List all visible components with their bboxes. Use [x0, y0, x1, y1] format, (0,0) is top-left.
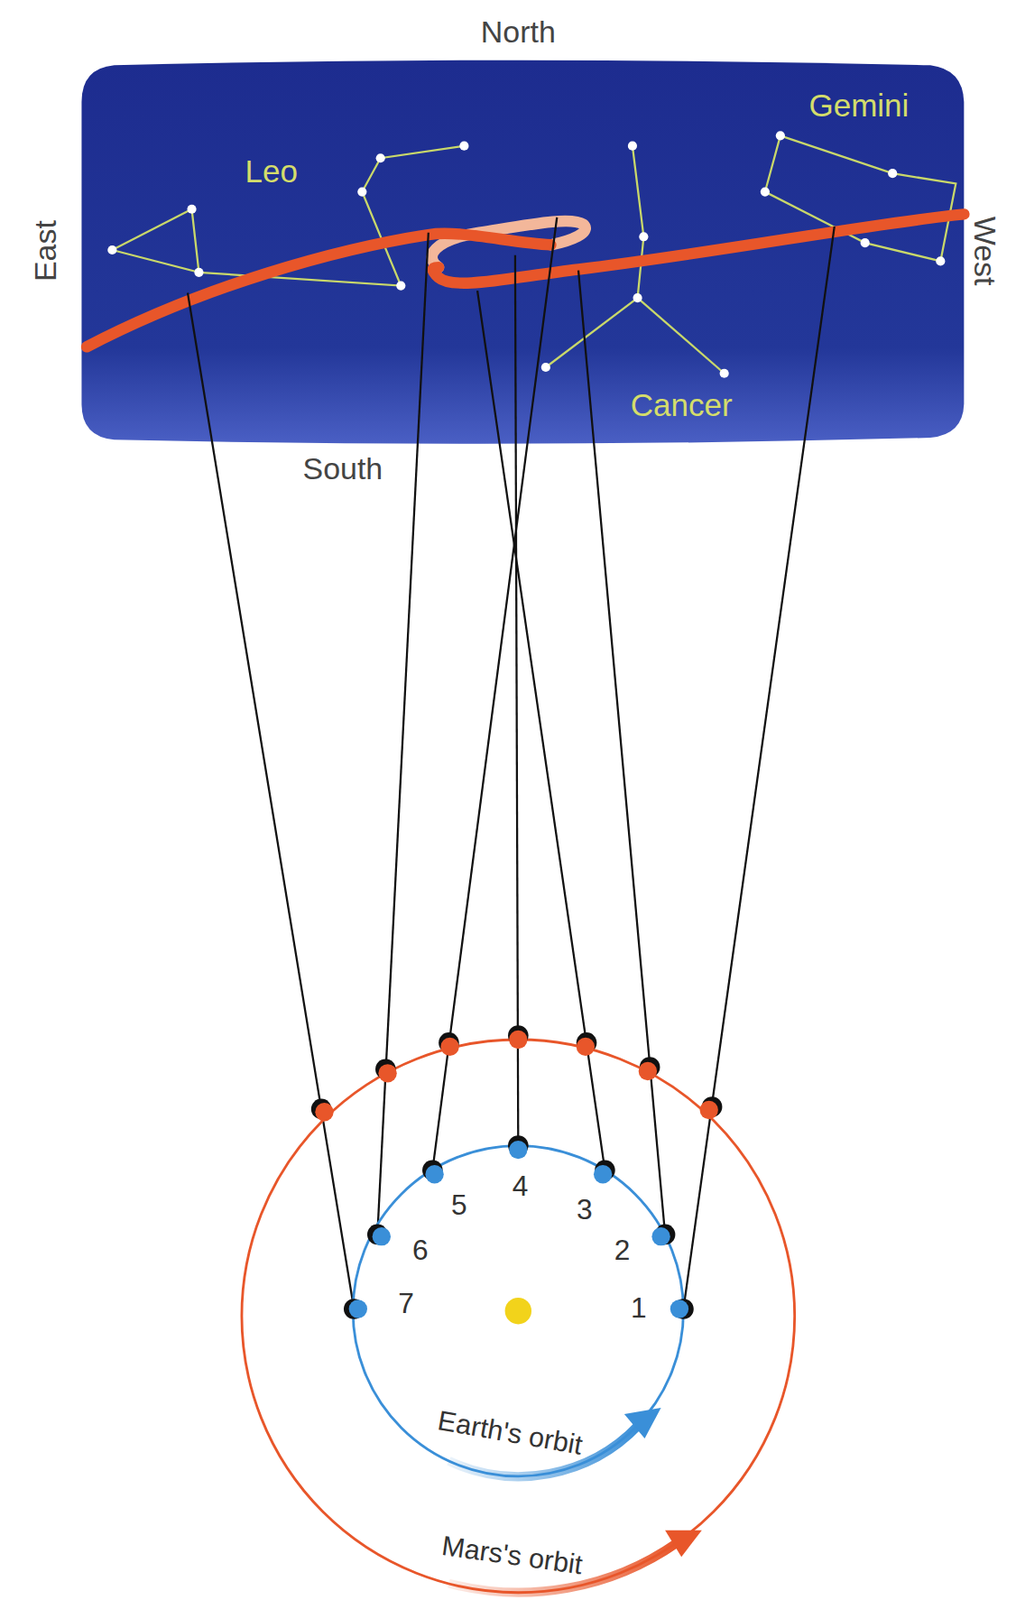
sun — [505, 1297, 532, 1324]
earth-orbit — [352, 1145, 684, 1477]
sight-lines — [187, 217, 835, 1310]
mars-orbit-arrowhead — [665, 1530, 702, 1557]
orbit-label: Mars's orbit — [440, 1532, 585, 1580]
constellation-lines — [111, 135, 956, 373]
mars-positions — [311, 1025, 723, 1121]
constellation-name: Cancer — [630, 388, 733, 421]
mars-orbit — [241, 1039, 795, 1593]
orbit-label: Earth's orbit — [435, 1406, 585, 1460]
position-number: 4 — [512, 1172, 529, 1201]
position-number: 3 — [576, 1195, 593, 1225]
position-number: 1 — [630, 1293, 647, 1322]
position-number: 7 — [397, 1289, 415, 1319]
position-number: 5 — [451, 1191, 468, 1220]
direction-label: East — [30, 220, 62, 282]
mars-path — [433, 213, 965, 283]
position-number: 6 — [412, 1236, 429, 1266]
direction-label: West — [969, 216, 1000, 287]
position-number: 2 — [614, 1236, 631, 1266]
mars-path — [86, 233, 551, 348]
direction-label: North — [480, 17, 556, 48]
constellation-name: Leo — [244, 155, 297, 187]
constellation-name: Gemini — [808, 90, 909, 122]
earth-orbit-arrowhead — [624, 1407, 662, 1439]
direction-label: South — [303, 453, 384, 485]
earth-positions — [343, 1135, 694, 1319]
